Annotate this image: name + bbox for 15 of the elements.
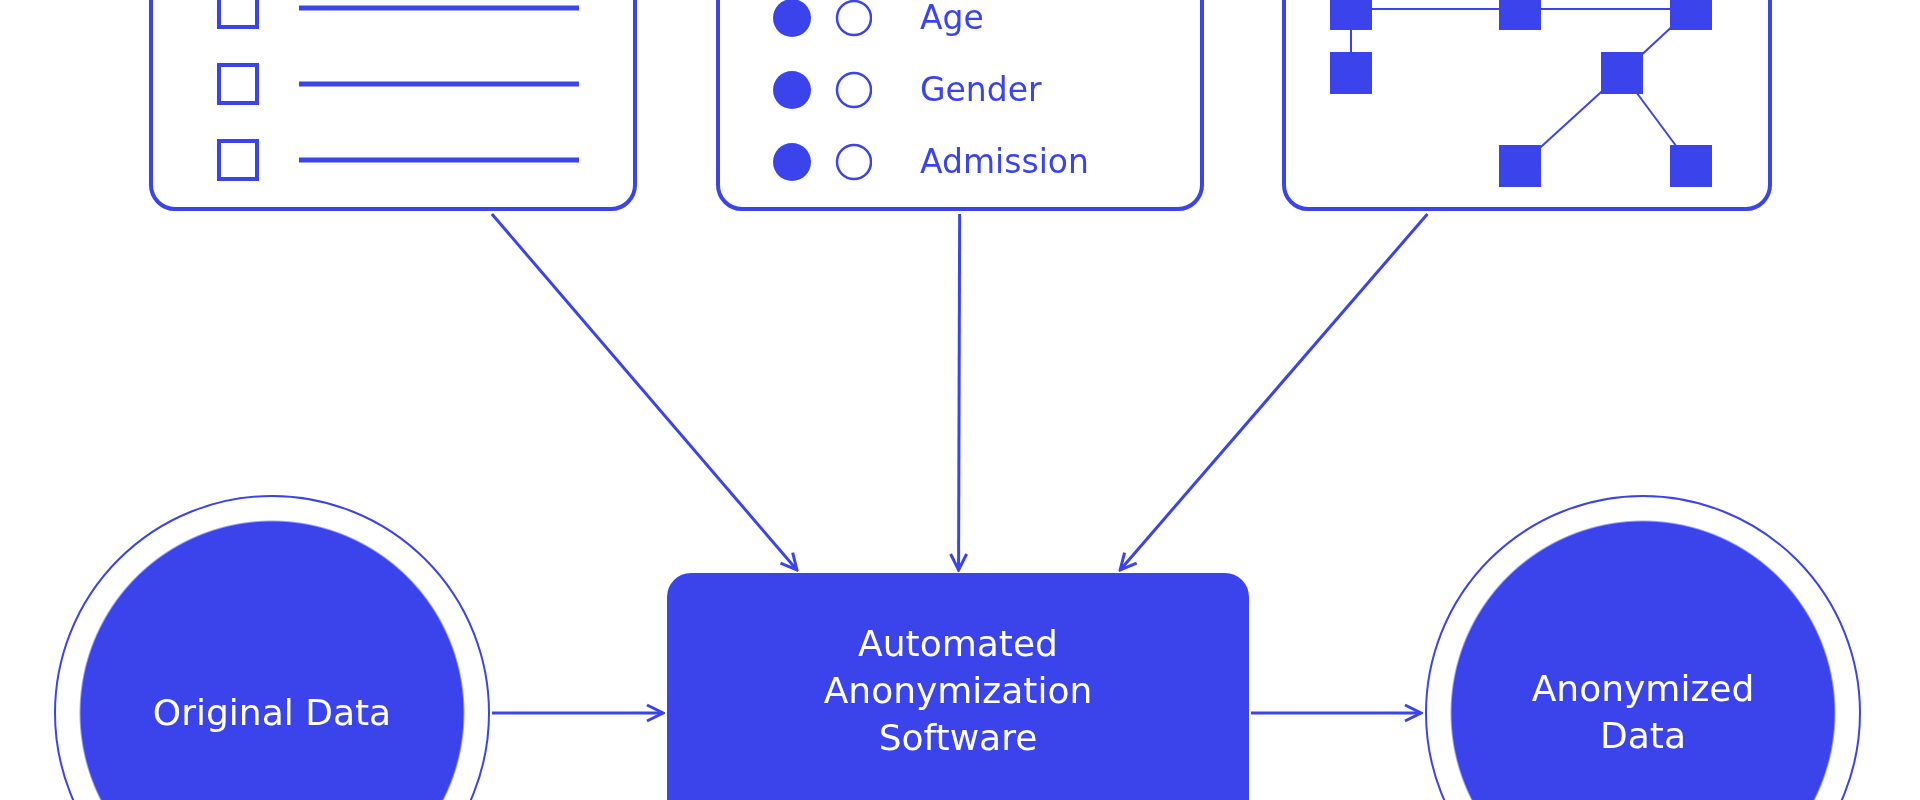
node-label: Anonymized Data [1530,667,1756,758]
card-panel [716,0,1204,211]
field-label: Admission [920,145,1089,178]
field-label: Age [920,1,984,34]
arrow [490,213,799,572]
arrow [1251,703,1423,723]
card-panel [1282,0,1772,211]
arrow [949,214,969,572]
node-label: Automated Anonymization Software [822,622,1094,760]
process-box [667,573,1249,800]
arrow [492,703,665,723]
card-panel [149,0,637,211]
field-label: Gender [920,73,1042,106]
node-label: Original Data [152,690,392,735]
arrow [1118,213,1429,572]
